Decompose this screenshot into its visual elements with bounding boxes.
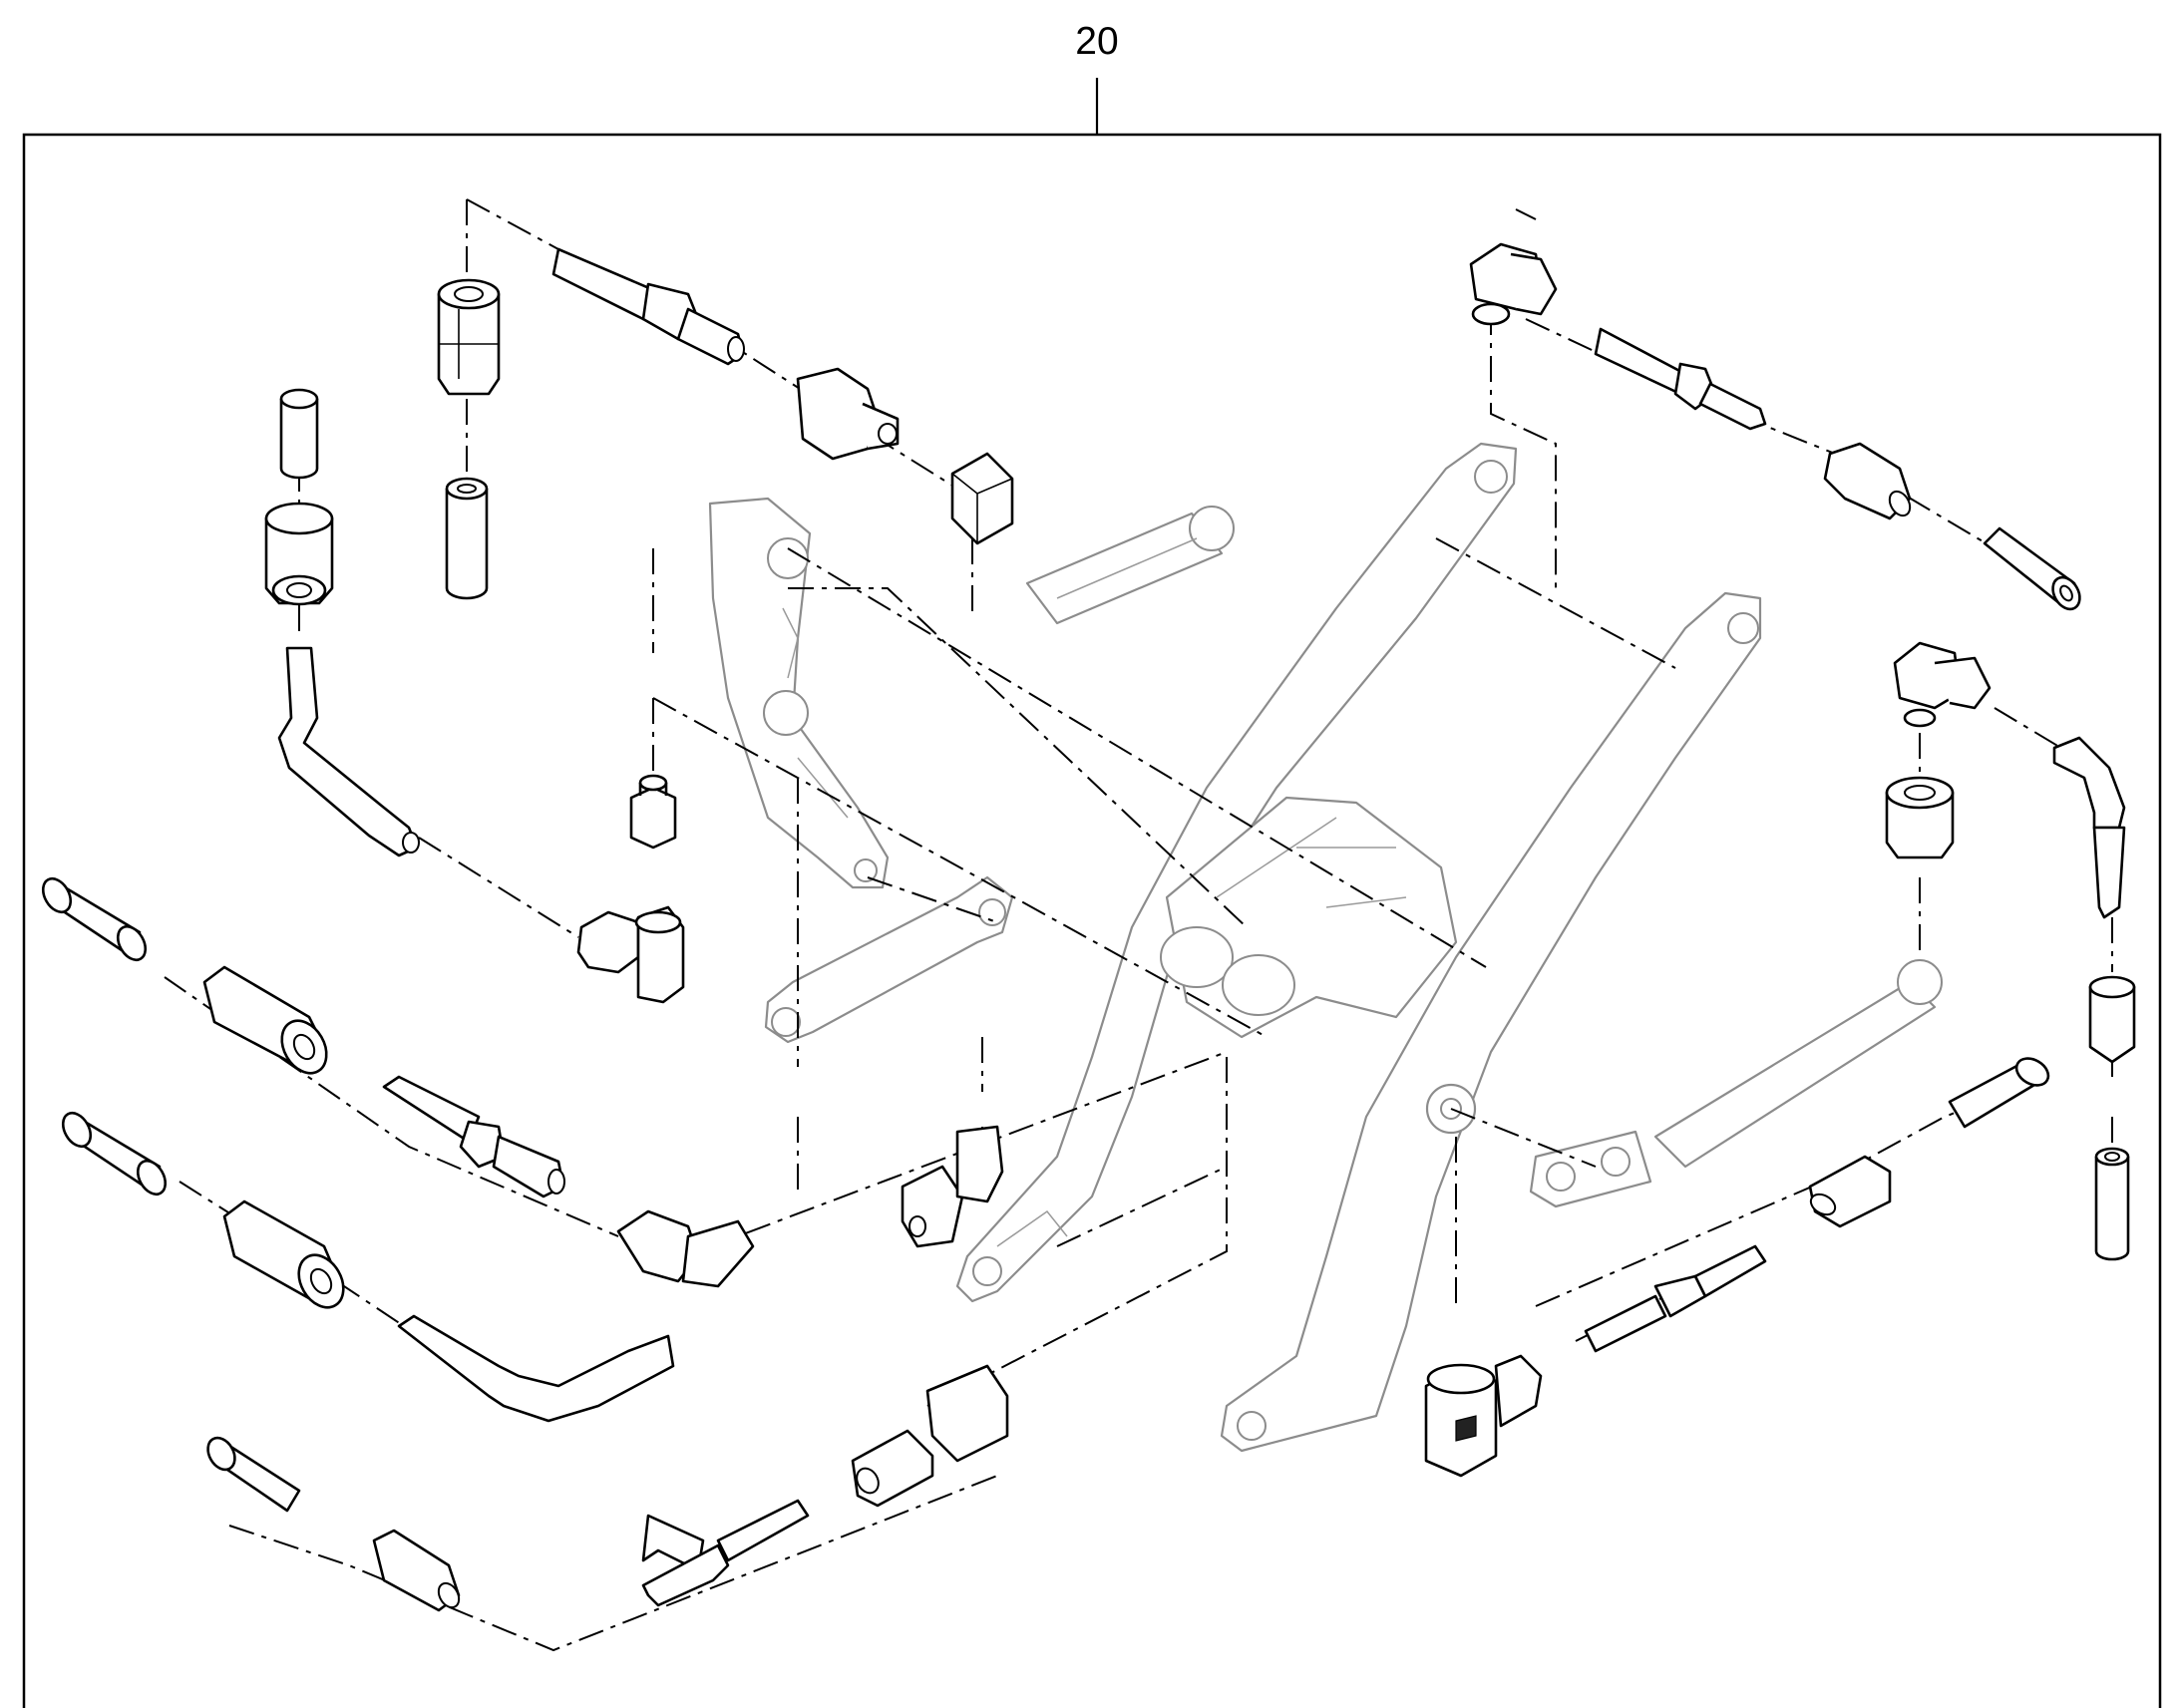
- sleeve-right-lower-icon: [1948, 1057, 2050, 1129]
- hose-fitting-bottom-icon: [372, 1529, 461, 1612]
- hose-tube-right-lower-icon: [1584, 1244, 1767, 1353]
- sleeve-far-right-icon: [2094, 1147, 2130, 1261]
- sleeve-lower-left-icon: [61, 1111, 168, 1196]
- hose-tube-top-right-icon: [1594, 327, 1767, 431]
- hose-tube-icon: [551, 247, 745, 366]
- hose-end-icon: [382, 1075, 565, 1198]
- bent-hose-right-icon: [2052, 736, 2126, 919]
- elbow-fitting-bottom-right-icon: [1424, 1354, 1543, 1478]
- elbow-fitting-center-icon: [901, 1125, 1004, 1248]
- hose-tube-bottom-icon: [641, 1499, 810, 1607]
- hex-fitting-far-right-icon: [2088, 975, 2136, 1064]
- hex-nut-icon: [629, 774, 677, 850]
- elbow-fitting-right-icon: [1893, 641, 1992, 728]
- callout-number: 20: [1075, 20, 1118, 63]
- elbow-fitting-lower-icon: [616, 1209, 755, 1288]
- hex-fitting-right-icon: [1885, 776, 1955, 859]
- loader-arm-left-icon: [955, 442, 1518, 1303]
- coupling-top-right-icon: [1823, 442, 1912, 520]
- hose-fitting-left-icon: [264, 502, 334, 606]
- diagram-frame: [22, 133, 2162, 1708]
- sleeve-top-left-icon: [279, 388, 319, 480]
- coupling-body-lower-icon: [222, 1199, 345, 1309]
- sleeve-top-right-icon: [1983, 526, 2081, 611]
- lift-cylinder-icon: [1529, 959, 1943, 1208]
- link-bar-icon: [764, 875, 1014, 1044]
- coupling-nut-icon: [796, 367, 900, 461]
- bent-pipe-icon: [277, 646, 420, 857]
- sleeve-bottom-left-icon: [206, 1436, 301, 1513]
- protective-sleeve-icon: [445, 477, 489, 600]
- elbow-fitting-icon: [576, 905, 685, 1004]
- loader-arm-right-icon: [1220, 591, 1762, 1453]
- elbow-fitting-top-right-icon: [1469, 242, 1558, 326]
- sleeve-mid-left-icon: [41, 876, 148, 962]
- square-cap-icon: [950, 452, 1014, 545]
- bellcrank-icon: [708, 497, 890, 889]
- loader-structure-ghost: [708, 442, 1943, 1453]
- hose-fitting-icon: [437, 278, 501, 396]
- bent-hose-end-icon: [397, 1314, 675, 1423]
- coupling-bottom-icon: [851, 1364, 1009, 1508]
- coupling-body-icon: [202, 965, 328, 1075]
- tilt-cylinder-icon: [1025, 506, 1235, 625]
- coupling-right-lower-icon: [1808, 1155, 1892, 1228]
